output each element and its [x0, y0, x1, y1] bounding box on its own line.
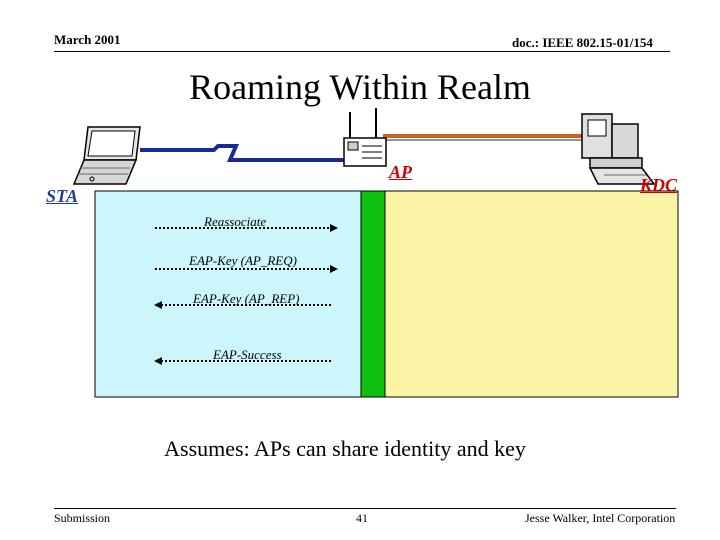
ap-label: AP — [389, 162, 413, 182]
kdc-region — [384, 190, 679, 398]
message-label-eap-success: EAP-Success — [213, 347, 282, 362]
message-arrow-eap-success — [154, 357, 332, 365]
sta-label: STA — [46, 186, 79, 206]
header-date: March 2001 — [54, 32, 121, 47]
message-label-eap-key-ap-rep: EAP-Key (AP_REP) — [193, 291, 300, 306]
kdc-label: KDC — [640, 175, 678, 195]
message-arrow-reassociate — [155, 224, 338, 232]
assumption-text: Assumes: APs can share identity and key — [164, 436, 526, 461]
ap-bar — [360, 190, 386, 398]
message-label-eap-key-ap-req: EAP-Key (AP_REQ) — [189, 253, 297, 268]
message-arrow-eap-key-ap-req — [155, 265, 338, 273]
page-title: Roaming Within Realm — [189, 67, 531, 107]
wireless-link — [140, 144, 346, 162]
header-rule — [54, 51, 670, 52]
wired-link — [383, 134, 582, 141]
footer-rule — [54, 508, 676, 509]
access-point-icon — [343, 108, 387, 167]
message-label-reassociate: Reassociate — [204, 214, 267, 229]
header-doc-id: doc.: IEEE 802.15-01/154 — [512, 35, 653, 50]
footer-author: Jesse Walker, Intel Corporation — [525, 511, 676, 525]
laptop-icon — [72, 126, 141, 185]
desktop-computer-icon — [581, 113, 656, 185]
message-arrow-eap-key-ap-rep — [154, 301, 332, 309]
sta-region — [94, 190, 362, 398]
footer-submission: Submission — [54, 511, 111, 525]
footer-page-number: 41 — [356, 511, 368, 525]
